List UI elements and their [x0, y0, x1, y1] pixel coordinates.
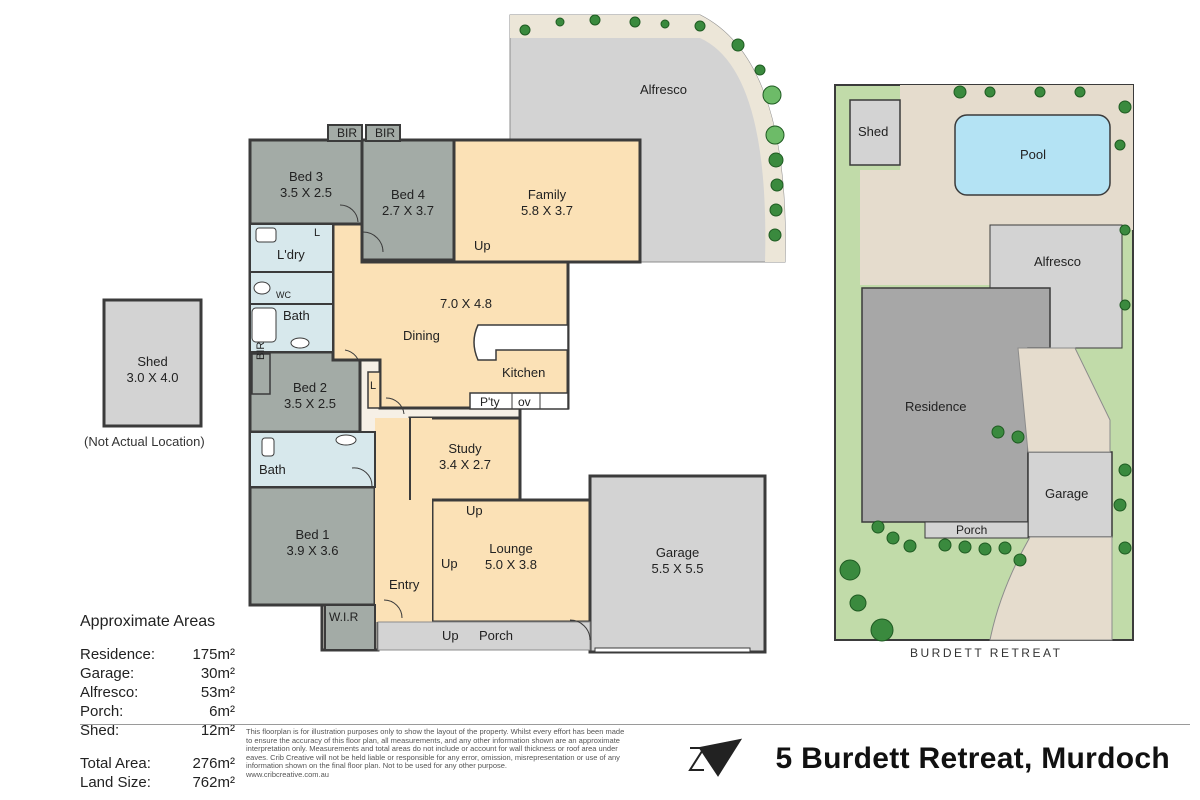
bir-label-2: BIR — [374, 126, 395, 140]
dining-dim: 7.0 X 4.8 — [440, 296, 493, 311]
bed3-name: Bed 3 — [289, 169, 323, 184]
pantry-linen-label: L — [370, 380, 377, 392]
areas-heading: Approximate Areas — [80, 613, 216, 630]
family-dim: 5.8 X 3.7 — [520, 203, 574, 218]
approximate-areas: Approximate Areas Residence:175m² Garage… — [80, 612, 235, 792]
site-pool — [954, 114, 1111, 196]
kitchen-bench — [469, 392, 569, 410]
shed-dim: 3.0 X 4.0 — [126, 370, 179, 385]
alfresco-label: Alfresco — [640, 82, 687, 97]
bath-fixtures — [251, 227, 357, 457]
kitchen-island — [473, 324, 569, 361]
area-row: Residence:175m² — [80, 646, 235, 663]
door-swings — [339, 204, 591, 641]
porch-label: Porch — [479, 628, 513, 643]
porch-up-label: Up — [442, 628, 459, 643]
lounge-label: Lounge 5.0 X 3.8 — [432, 541, 590, 573]
bed4-room — [360, 138, 456, 262]
site-path — [1017, 347, 1111, 453]
total-row: Total Area:276m² — [80, 755, 235, 772]
site-alfresco-label: Alfresco — [1034, 254, 1081, 269]
garage-label: Garage 5.5 X 5.5 — [590, 545, 765, 577]
total-row: Land Size:762m² — [80, 774, 235, 791]
area-row: Porch:6m² — [80, 703, 235, 720]
wc-label: WC — [276, 290, 291, 300]
north-arrow-icon — [688, 738, 743, 777]
laundry-label: L'dry — [277, 247, 305, 262]
linen-cupboard — [367, 371, 381, 409]
site-porch-label: Porch — [956, 523, 988, 537]
bath-mid-label: Bath — [259, 462, 286, 477]
site-porch — [924, 521, 1029, 539]
bed1-name: Bed 1 — [295, 527, 330, 542]
entry-label: Entry — [389, 577, 420, 592]
garage-name: Garage — [655, 545, 700, 560]
study-up-label: Up — [466, 503, 483, 518]
bed1-room — [248, 485, 377, 607]
garage-dim: 5.5 X 5.5 — [651, 561, 704, 576]
bed4-label: Bed 4 2.7 X 3.7 — [362, 187, 454, 219]
bed3-dim: 3.5 X 2.5 — [279, 185, 333, 200]
porch-area — [377, 621, 591, 651]
area-row: Garage:30m² — [80, 665, 235, 682]
bed1-label: Bed 1 3.9 X 3.6 — [250, 527, 375, 559]
pantry-label: P'ty — [480, 395, 500, 409]
dining-label: Dining — [403, 328, 440, 343]
shed-label: Shed 3.0 X 4.0 — [104, 354, 201, 386]
wir-label: W.I.R — [329, 610, 359, 624]
bir-cupboard-2 — [365, 124, 401, 142]
bed3-label: Bed 3 3.5 X 2.5 — [250, 169, 362, 201]
property-address: 5 Burdett Retreat, Murdoch — [775, 742, 1170, 775]
kitchen-label: Kitchen — [502, 365, 546, 380]
bed2-label: Bed 2 3.5 X 2.5 — [260, 380, 360, 412]
family-label: Family 5.8 X 3.7 — [454, 187, 640, 219]
website-link[interactable]: www.cribcreative.com.au — [246, 769, 329, 779]
area-row: Alfresco:53m² — [80, 684, 235, 701]
street-name: BURDETT RETREAT — [910, 646, 1063, 660]
bath-top-label: Bath — [283, 308, 310, 323]
alfresco-shrubs — [519, 14, 785, 242]
bed2-dim: 3.5 X 2.5 — [283, 396, 337, 411]
bir-cupboard-bed2 — [251, 353, 271, 395]
family-name: Family — [527, 187, 567, 202]
family-up-label: Up — [474, 238, 491, 253]
shed-name: Shed — [137, 354, 168, 369]
study-dim: 3.4 X 2.7 — [438, 457, 492, 472]
bed4-dim: 2.7 X 3.7 — [381, 203, 435, 218]
entry-hall — [375, 418, 432, 622]
site-trees — [839, 85, 1132, 642]
bir-label-1: BIR — [336, 126, 357, 140]
site-shed — [849, 99, 901, 166]
study-label: Study 3.4 X 2.7 — [410, 441, 520, 473]
site-pool-label: Pool — [1020, 147, 1047, 162]
disclaimer-body: This floorplan is for illustration purpo… — [246, 727, 625, 771]
bed3-room — [248, 138, 364, 226]
oven-label: ov — [518, 395, 531, 409]
bed4-name: Bed 4 — [391, 187, 425, 202]
garage-room — [588, 474, 767, 654]
lounge-dim: 5.0 X 3.8 — [484, 557, 538, 572]
bed2-name: Bed 2 — [293, 380, 327, 395]
disclaimer-text: This floorplan is for illustration purpo… — [246, 727, 626, 780]
bir-cupboard-1 — [327, 124, 363, 142]
site-garage-label: Garage — [1045, 486, 1089, 501]
site-shed-label: Shed — [858, 124, 889, 139]
lounge-name: Lounge — [489, 541, 533, 556]
area-row: Shed:12m² — [80, 722, 235, 739]
study-name: Study — [448, 441, 482, 456]
laundry-linen-label: L — [314, 227, 321, 239]
bir-bed2-label: BIR — [255, 341, 267, 360]
shed-building — [102, 298, 203, 428]
wir-room — [324, 604, 376, 651]
bed1-dim: 3.9 X 3.6 — [286, 543, 339, 558]
garage-door — [594, 647, 751, 653]
shed-location-note: (Not Actual Location) — [84, 434, 205, 449]
site-residence-label: Residence — [905, 399, 967, 414]
footer-divider — [80, 724, 1190, 725]
site-garage — [1027, 451, 1113, 538]
lounge-up-label: Up — [441, 556, 458, 571]
